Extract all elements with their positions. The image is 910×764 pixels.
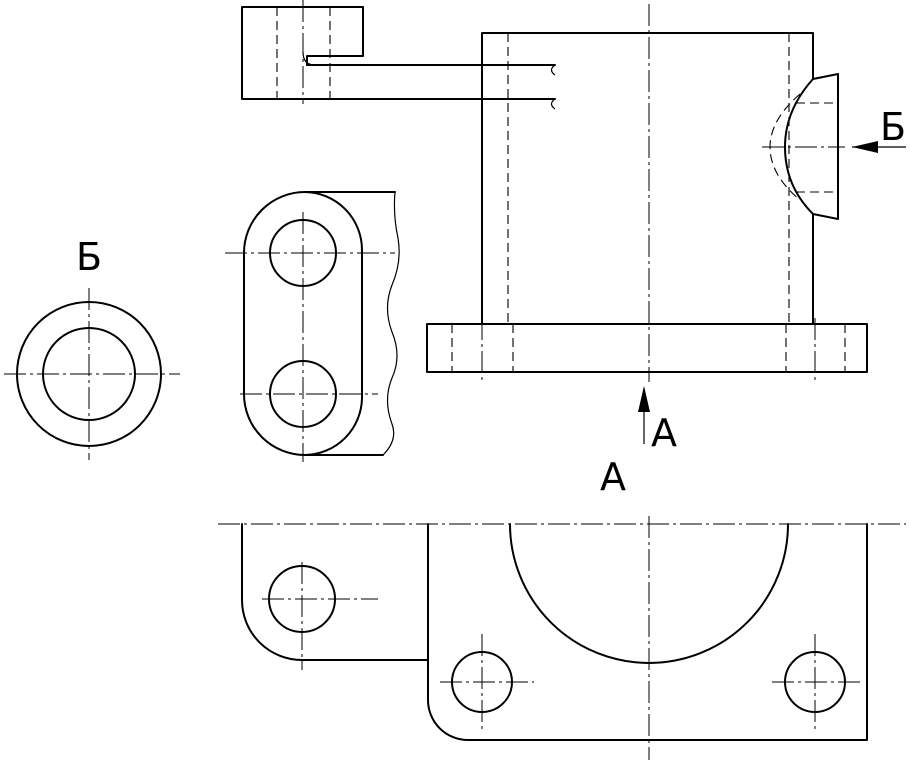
view-a-lug-outline bbox=[241, 523, 429, 661]
front-lug-break-bottom bbox=[550, 98, 556, 110]
boss-curve bbox=[784, 78, 814, 215]
section-b-arrow-head bbox=[852, 141, 878, 153]
section-b-view: Б bbox=[4, 235, 180, 460]
section-b-arrow-label: Б bbox=[880, 105, 906, 149]
view-a-arrow-label: А bbox=[651, 411, 677, 455]
view-a-flange-outline bbox=[427, 523, 868, 741]
side-inner-edge bbox=[304, 191, 363, 456]
section-b-arrow: Б bbox=[852, 105, 906, 153]
base-flange bbox=[426, 323, 868, 373]
lug-fillet bbox=[302, 51, 316, 66]
front-lug-break bbox=[550, 64, 556, 76]
view-a-arrow-head bbox=[638, 386, 650, 412]
view-a-label: А bbox=[600, 455, 626, 499]
side-lug-outline bbox=[243, 191, 396, 456]
front-view: Б А bbox=[241, 0, 906, 455]
side-view bbox=[225, 191, 400, 462]
main-body-outline bbox=[481, 32, 839, 325]
view-a-arrow: А bbox=[638, 386, 677, 455]
section-b-view-label: Б bbox=[76, 235, 102, 279]
side-break-line bbox=[382, 191, 400, 456]
view-a: А bbox=[218, 455, 906, 760]
